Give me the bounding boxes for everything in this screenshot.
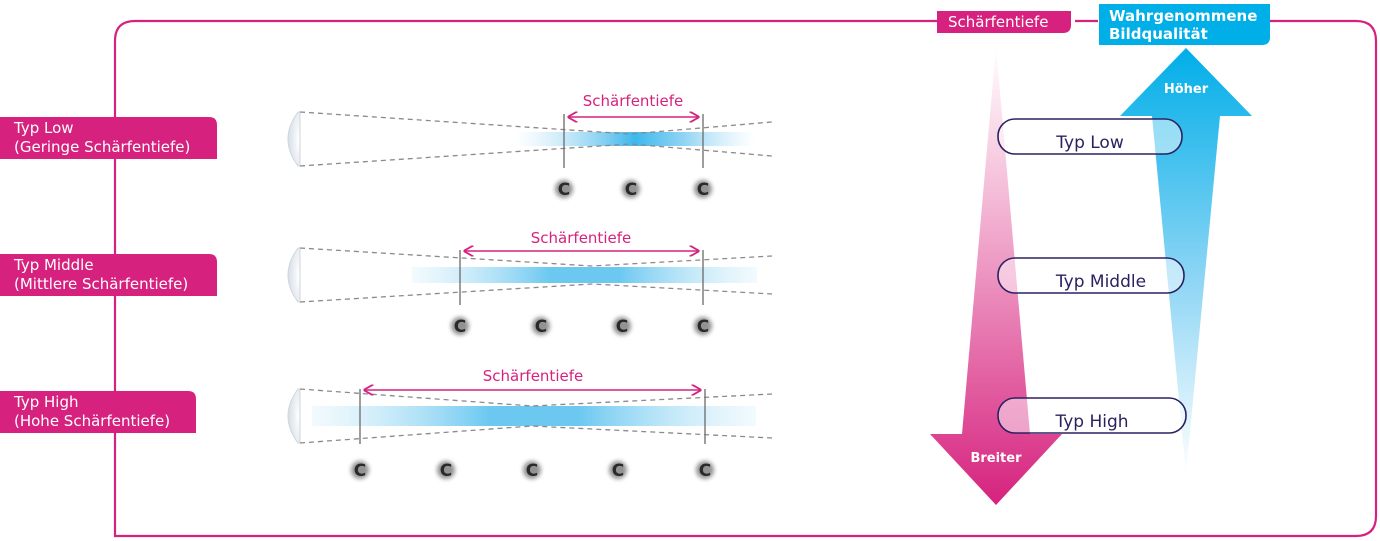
focus-band [412,267,757,283]
c-mark: C [609,461,627,481]
pill-typ-middle: Typ Middle [997,257,1185,294]
c-mark: C [696,461,714,481]
svg-text:C: C [440,461,452,481]
svg-text:C: C [535,317,547,337]
quality-header-tag: Wahrgenommene Bildqualität [1099,4,1270,45]
pill-typ-high: Typ High [997,397,1187,434]
svg-text:C: C [612,461,624,481]
row-label-low: Typ Low (Geringe Schärfentiefe) [0,117,217,159]
row-type-label: Typ Low [13,119,74,137]
svg-text:C: C [558,180,570,200]
c-mark: C [622,180,640,200]
svg-text:C: C [697,180,709,200]
light-cone [299,111,773,167]
down-arrow-label: Breiter [970,451,1022,466]
depth-header-label: Schärfentiefe [948,13,1048,31]
c-mark: C [451,317,469,337]
optics-row-low: Schärfentiefe C C C [287,92,773,200]
svg-text:C: C [454,317,466,337]
row-desc-label: (Mittlere Schärfentiefe) [14,275,188,293]
lens-shape [287,247,301,303]
c-mark: C [694,317,712,337]
c-mark: C [694,180,712,200]
c-mark: C [555,180,573,200]
range-label: Schärfentiefe [583,92,683,110]
c-mark: C [613,317,631,337]
optics-row-high: Schärfentiefe C C C C C [287,367,773,481]
depth-header-tag: Schärfentiefe [937,11,1071,33]
row-desc-label: (Geringe Schärfentiefe) [14,138,190,156]
svg-text:C: C [625,180,637,200]
range-label: Schärfentiefe [531,229,631,247]
svg-text:C: C [526,461,538,481]
focus-band [312,406,756,426]
svg-text:Typ High: Typ High [1054,412,1128,432]
up-arrow-label: Höher [1164,82,1209,97]
focus-band [515,132,755,146]
svg-text:C: C [354,461,366,481]
row-label-middle: Typ Middle (Mittlere Schärfentiefe) [0,254,217,296]
quality-up-arrow [1120,48,1252,474]
quality-header-line2: Bildqualität [1109,25,1208,43]
c-mark: C [523,461,541,481]
c-mark: C [532,317,550,337]
c-mark: C [351,461,369,481]
outer-frame [113,19,1378,538]
lens-shape [287,388,301,444]
optics-row-middle: Schärfentiefe C C C C [287,229,773,337]
svg-text:Typ Low: Typ Low [1055,133,1124,153]
svg-text:C: C [697,317,709,337]
svg-text:C: C [616,317,628,337]
row-label-high: Typ High (Hohe Schärfentiefe) [0,391,196,433]
range-label: Schärfentiefe [483,367,583,385]
light-cone [299,247,773,303]
pill-typ-low: Typ Low [997,118,1183,155]
svg-text:Typ Middle: Typ Middle [1055,272,1146,292]
quality-header-line1: Wahrgenommene [1109,7,1257,25]
row-desc-label: (Hohe Schärfentiefe) [14,412,170,430]
row-type-label: Typ High [13,393,78,411]
svg-text:C: C [699,461,711,481]
depth-down-arrow [930,46,1062,505]
c-mark: C [437,461,455,481]
row-type-label: Typ Middle [13,256,94,274]
lens-shape [287,111,301,167]
